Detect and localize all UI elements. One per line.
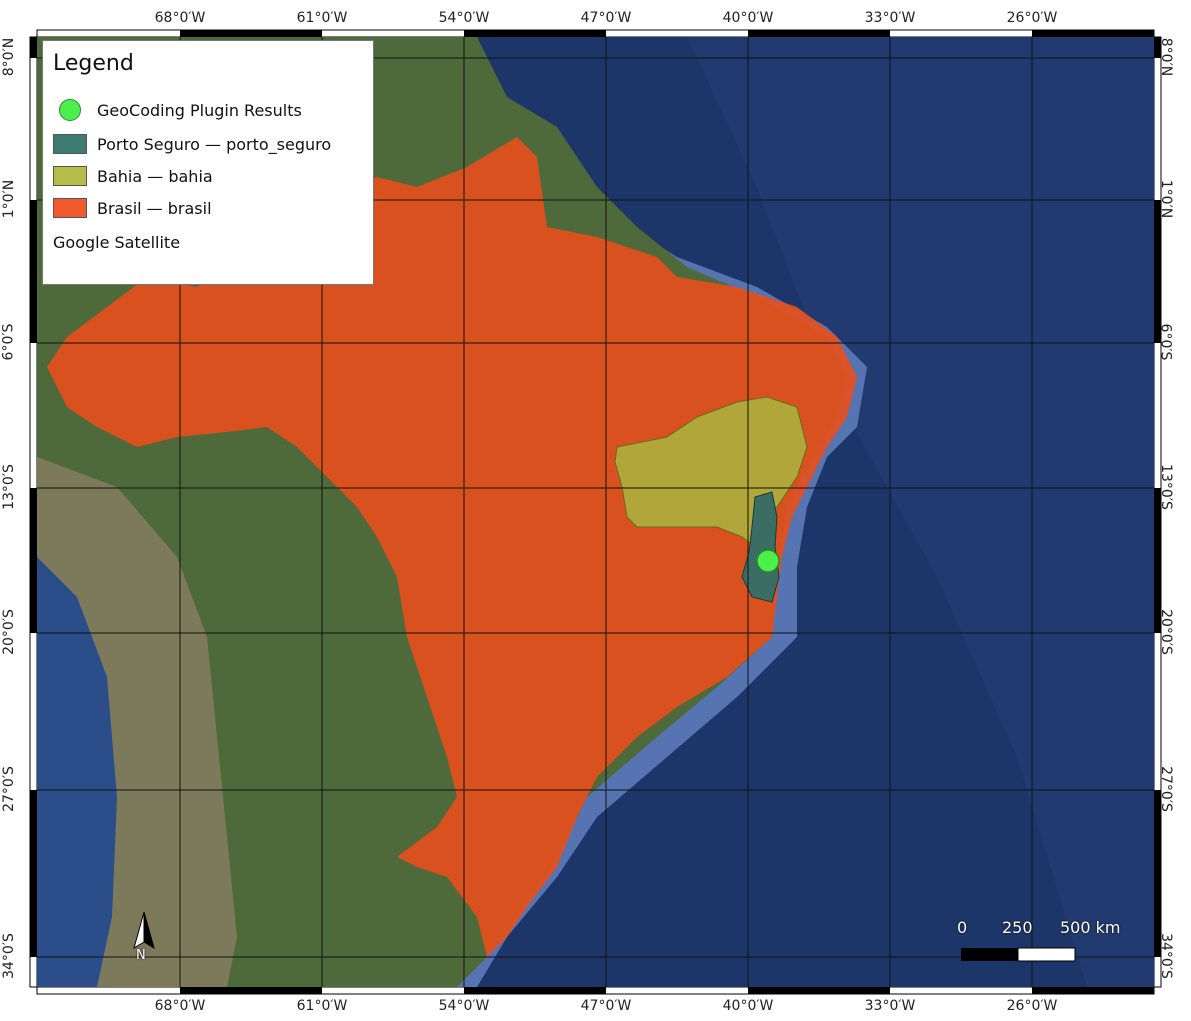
brasil-polygon (47, 137, 857, 957)
lon-label-bottom: 40°0′W (722, 998, 774, 1014)
legend-label: Bahia — bahia (97, 166, 213, 186)
lon-label-top: 68°0′W (154, 10, 206, 26)
lat-label-right: 13°0′S (1157, 464, 1174, 510)
legend-item-bahia: Bahia — bahia (53, 165, 213, 187)
lat-label-right: 8°0′N (1158, 37, 1175, 77)
lat-label-left: 13°0′S (0, 464, 17, 510)
lat-label-left: 6°0′S (0, 323, 17, 361)
scale-label-250: 250 (1002, 918, 1033, 937)
lon-label-bottom: 47°0′W (580, 998, 632, 1014)
lon-label-bottom: 54°0′W (438, 998, 490, 1014)
legend-item-porto-seguro: Porto Seguro — porto_seguro (53, 133, 331, 155)
lon-label-top: 33°0′W (864, 10, 916, 26)
scale-label-500: 500 km (1060, 918, 1121, 937)
geocode-point-icon (59, 99, 81, 121)
lon-label-bottom: 26°0′W (1006, 998, 1058, 1014)
lon-label-bottom: 61°0′W (296, 998, 348, 1014)
legend-label: Porto Seguro — porto_seguro (97, 134, 332, 154)
legend-item-google-satellite: Google Satellite (53, 231, 180, 253)
legend-item-brasil: Brasil — brasil (53, 197, 212, 219)
lat-label-left: 1°0′N (1, 179, 18, 219)
lat-label-left: 27°0′S (0, 766, 17, 812)
map-canvas[interactable] (37, 37, 1154, 987)
lat-label-right: 20°0′S (1157, 609, 1174, 655)
legend-label: Google Satellite (53, 232, 181, 252)
lat-label-right: 34°0′S (1157, 933, 1174, 979)
lon-label-bottom: 68°0′W (154, 998, 206, 1014)
lon-label-top: 54°0′W (438, 10, 490, 26)
lat-label-right: 27°0′S (1157, 766, 1174, 812)
lat-label-left: 8°0′N (1, 37, 18, 77)
north-label: N (136, 948, 146, 963)
scale-bar: 0 250 500 km (957, 918, 1120, 968)
legend-item-geocode: GeoCoding Plugin Results (53, 99, 302, 121)
porto-seguro-swatch-icon (53, 134, 87, 154)
lon-label-top: 47°0′W (580, 10, 632, 26)
legend-label: GeoCoding Plugin Results (97, 100, 302, 120)
legend-title: Legend (53, 51, 134, 76)
pacific-coast (37, 557, 117, 987)
lon-label-top: 26°0′W (1006, 10, 1058, 26)
lat-label-left: 20°0′S (0, 609, 17, 655)
ocean-ridge (687, 37, 1154, 987)
lat-label-right: 1°0′N (1158, 179, 1175, 219)
scale-bar-graphic (961, 947, 1076, 962)
legend: Legend GeoCoding Plugin Results Porto Se… (42, 40, 374, 285)
porto-seguro-polygon (741, 491, 780, 603)
legend-label: Brasil — brasil (97, 198, 212, 218)
geocode-point (756, 549, 780, 573)
brasil-swatch-icon (53, 198, 87, 218)
lon-label-bottom: 33°0′W (864, 998, 916, 1014)
north-arrow: N (124, 910, 164, 966)
lat-label-left: 34°0′S (0, 933, 17, 979)
lon-label-top: 61°0′W (296, 10, 348, 26)
lon-label-top: 40°0′W (722, 10, 774, 26)
bahia-swatch-icon (53, 166, 87, 186)
north-arrow-icon (133, 911, 155, 950)
scale-label-0: 0 (957, 918, 968, 937)
lat-label-right: 6°0′S (1157, 323, 1174, 361)
